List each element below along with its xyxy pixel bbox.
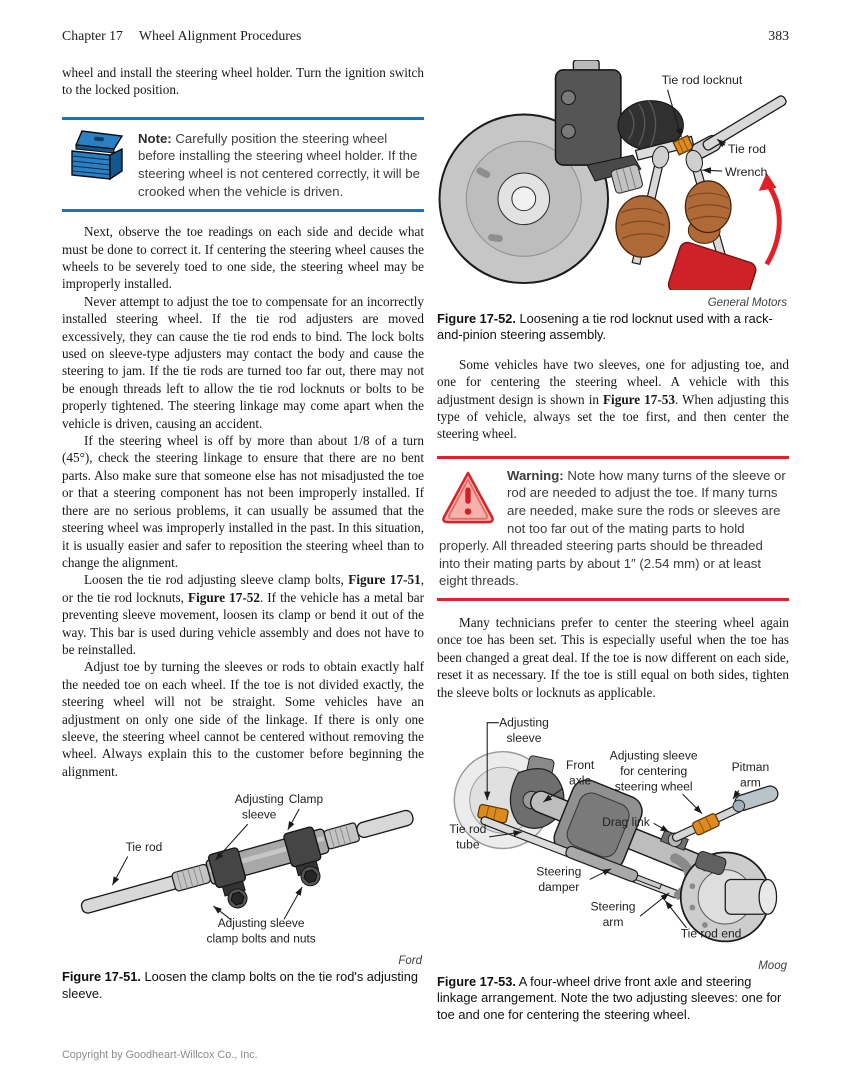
- paragraph-continuation: wheel and install the steering wheel hol…: [62, 65, 424, 98]
- label-steering-damper: Steering: [536, 865, 581, 879]
- label-clamp: Clamp: [289, 792, 324, 806]
- note-box: Note: Carefully position the steering wh…: [62, 116, 424, 213]
- page-header: Chapter 17 Wheel Alignment Procedures 383: [62, 28, 789, 44]
- svg-text:damper: damper: [538, 880, 579, 894]
- figure-17-51: Adjusting sleeve Clamp Tie rod Adjusting…: [62, 786, 424, 1002]
- label-tie-rod-end: Tie rod end: [681, 927, 742, 941]
- paragraph-adjust-toe: Adjust toe by turning the sleeves or rod…: [62, 659, 424, 779]
- label-drag-link: Drag link: [602, 815, 651, 829]
- paragraph-steering-off: If the steering wheel is off by more tha…: [62, 433, 424, 570]
- label-tie-rod: Tie rod: [126, 840, 163, 854]
- figure-17-52: Tie rod locknut Tie rod Wrench General M…: [437, 59, 789, 344]
- hands: [615, 180, 732, 258]
- label-adjusting-sleeve-centering: Adjusting sleeve: [610, 748, 698, 762]
- note-label: Note:: [138, 130, 172, 146]
- tie-rod-locknut-part: [672, 134, 695, 156]
- warning-box: Warning: Note how many turns of the slee…: [437, 455, 789, 601]
- label-front-axle: Front: [566, 758, 595, 772]
- chapter-title: Wheel Alignment Procedures: [138, 28, 302, 43]
- figure-17-52-caption: Figure 17-52. Loosening a tie rod locknu…: [437, 311, 773, 343]
- chapter-number: Chapter 17: [62, 28, 123, 43]
- paragraph-never-adjust: Never attempt to adjust the toe to compe…: [62, 293, 424, 431]
- svg-text:sleeve: sleeve: [507, 731, 542, 745]
- figure-17-53: Adjusting sleeve Front axle Adjusting sl…: [437, 713, 789, 1023]
- left-column: wheel and install the steering wheel hol…: [62, 64, 424, 1002]
- red-sleeve-forearm: [667, 241, 757, 313]
- label-clamp-bolts: Adjusting sleeve: [218, 916, 305, 930]
- figure-17-51-art: Adjusting sleeve Clamp Tie rod Adjusting…: [80, 792, 414, 945]
- clamp-2: [283, 826, 322, 887]
- tie-rod-tube-part: [702, 95, 787, 151]
- warning-label: Warning:: [507, 467, 564, 483]
- paragraph-center-again: Many technicians prefer to center the st…: [437, 615, 789, 700]
- rack-boot: [617, 100, 684, 151]
- svg-text:for centering: for centering: [620, 764, 687, 778]
- right-column: Tie rod locknut Tie rod Wrench General M…: [437, 59, 789, 1023]
- strut-knuckle: [554, 59, 642, 182]
- paragraph-loosen-clamps: Loosen the tie rod adjusting sleeve clam…: [62, 572, 424, 657]
- svg-text:tube: tube: [456, 838, 480, 852]
- svg-text:steering wheel: steering wheel: [615, 779, 693, 793]
- svg-text:clamp bolts and nuts: clamp bolts and nuts: [207, 931, 316, 945]
- warning-triangle-icon: [441, 469, 495, 527]
- figure-ref-17-51: Figure 17-51: [348, 572, 421, 588]
- running-head: Chapter 17 Wheel Alignment Procedures: [62, 28, 301, 44]
- copyright-notice: Copyright by Goodheart-Willcox Co., Inc.: [62, 1049, 258, 1061]
- label-steering-arm: Steering: [591, 899, 636, 913]
- svg-text:arm: arm: [603, 915, 624, 929]
- label-tie-rod: Tie rod: [728, 142, 766, 156]
- warning-text: Note how many turns of the sleeve or rod…: [439, 467, 786, 589]
- right-wheel-hub: [679, 851, 778, 943]
- rotation-arrow: [758, 173, 782, 266]
- svg-text:axle: axle: [569, 774, 591, 788]
- figure-17-51-caption: Figure 17-51. Loosen the clamp bolts on …: [62, 969, 418, 1001]
- label-adjusting-sleeve: Adjusting: [499, 716, 549, 730]
- paragraph-toe-readings: Next, observe the toe readings on each s…: [62, 224, 424, 292]
- adjusting-sleeve-centering-part: [691, 813, 720, 836]
- tie-rod-assembly: [80, 810, 414, 914]
- figure-ref-17-53: Figure 17-53: [603, 391, 675, 407]
- figure-17-52-art: Tie rod locknut Tie rod Wrench: [438, 59, 787, 313]
- label-adjusting-sleeve: Adjusting: [235, 792, 284, 806]
- svg-text:arm: arm: [740, 776, 761, 790]
- figure-ref-17-52: Figure 17-52: [188, 589, 260, 605]
- steering-damper-part: [565, 845, 663, 890]
- note-text: Note: Carefully position the steering wh…: [138, 130, 420, 199]
- figure-17-53-caption: Figure 17-53. A four-wheel drive front a…: [437, 974, 782, 1022]
- label-tie-rod-locknut: Tie rod locknut: [662, 73, 743, 87]
- toolbox-icon: [64, 129, 128, 188]
- page-number: 383: [768, 28, 789, 43]
- figure-17-51-attribution: Ford: [398, 955, 422, 968]
- label-wrench: Wrench: [725, 165, 768, 179]
- pitman-arm-part: [732, 785, 779, 813]
- label-pitman-arm: Pitman: [732, 760, 770, 774]
- label-tie-rod-tube: Tie rod: [449, 822, 486, 836]
- paragraph-two-sleeves: Some vehicles have two sleeves, one for …: [437, 356, 789, 442]
- figure-17-52-attribution: General Motors: [707, 297, 787, 309]
- figure-17-53-art: Adjusting sleeve Front axle Adjusting sl…: [449, 716, 779, 943]
- svg-text:sleeve: sleeve: [242, 808, 277, 822]
- figure-17-53-attribution: Moog: [758, 960, 787, 973]
- inner-socket: [610, 164, 643, 194]
